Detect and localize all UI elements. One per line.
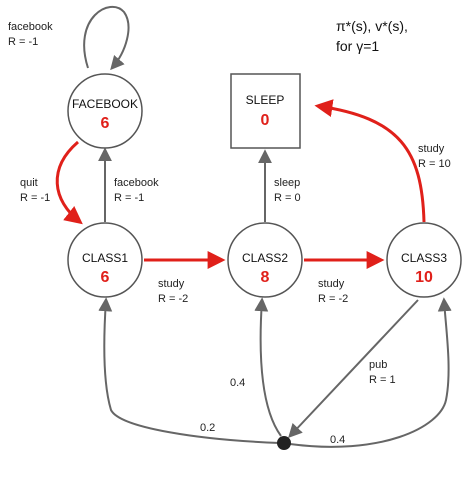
edge-facebook-self-reward: R = -1: [8, 36, 38, 48]
prob-to-class2: 0.4: [230, 377, 245, 389]
edge-class3-study-action: study: [418, 143, 445, 155]
node-facebook: FACEBOOK 6: [67, 73, 143, 149]
node-class1-label: CLASS1: [82, 251, 128, 265]
edge-class3-pub-action: pub: [369, 359, 387, 371]
edge-class2-study-reward: R = -2: [318, 293, 348, 305]
node-facebook-value: 6: [101, 115, 110, 132]
prob-to-class1: 0.2: [200, 422, 215, 434]
node-class3-label: CLASS3: [401, 251, 447, 265]
chance-node: [277, 436, 291, 450]
edge-class3-pub-reward: R = 1: [369, 374, 396, 386]
edge-facebook-self: [83, 5, 130, 71]
edge-class2-sleep-reward: R = 0: [274, 192, 301, 204]
edge-facebook-quit-action: quit: [20, 177, 38, 189]
prob-to-class3: 0.4: [330, 434, 345, 446]
node-facebook-label: FACEBOOK: [72, 97, 138, 111]
edge-class1-facebook-action: facebook: [114, 177, 159, 189]
edge-class2-sleep-action: sleep: [274, 177, 300, 189]
edge-chance-class3: [289, 297, 452, 448]
node-class1-value: 6: [101, 269, 110, 286]
title-line-2: for γ=1: [336, 38, 379, 54]
node-class1: CLASS1 6: [67, 222, 143, 298]
edge-class3-pub: [288, 299, 419, 439]
node-class2-value: 8: [261, 269, 270, 286]
node-class2: CLASS2 8: [227, 222, 303, 298]
node-class3: CLASS3 10: [386, 222, 462, 298]
edge-facebook-self-action: facebook: [8, 21, 53, 33]
edge-facebook-quit: [55, 140, 83, 225]
edge-class1-study-action: study: [158, 278, 185, 290]
edge-chance-class2: [254, 297, 282, 437]
edge-class3-study-reward: R = 10: [418, 158, 451, 170]
edge-chance-class1: [98, 297, 281, 444]
edge-class3-study: [314, 99, 426, 223]
edge-class2-study-action: study: [318, 278, 345, 290]
node-sleep-value: 0: [261, 112, 270, 129]
edge-class1-study-reward: R = -2: [158, 293, 188, 305]
edge-class1-facebook-reward: R = -1: [114, 192, 144, 204]
node-sleep: SLEEP 0: [230, 73, 301, 149]
edge-facebook-quit-reward: R = -1: [20, 192, 50, 204]
title-line-1: π*(s), v*(s),: [336, 18, 408, 34]
node-sleep-label: SLEEP: [246, 93, 285, 107]
node-class3-value: 10: [415, 269, 433, 286]
node-class2-label: CLASS2: [242, 251, 288, 265]
